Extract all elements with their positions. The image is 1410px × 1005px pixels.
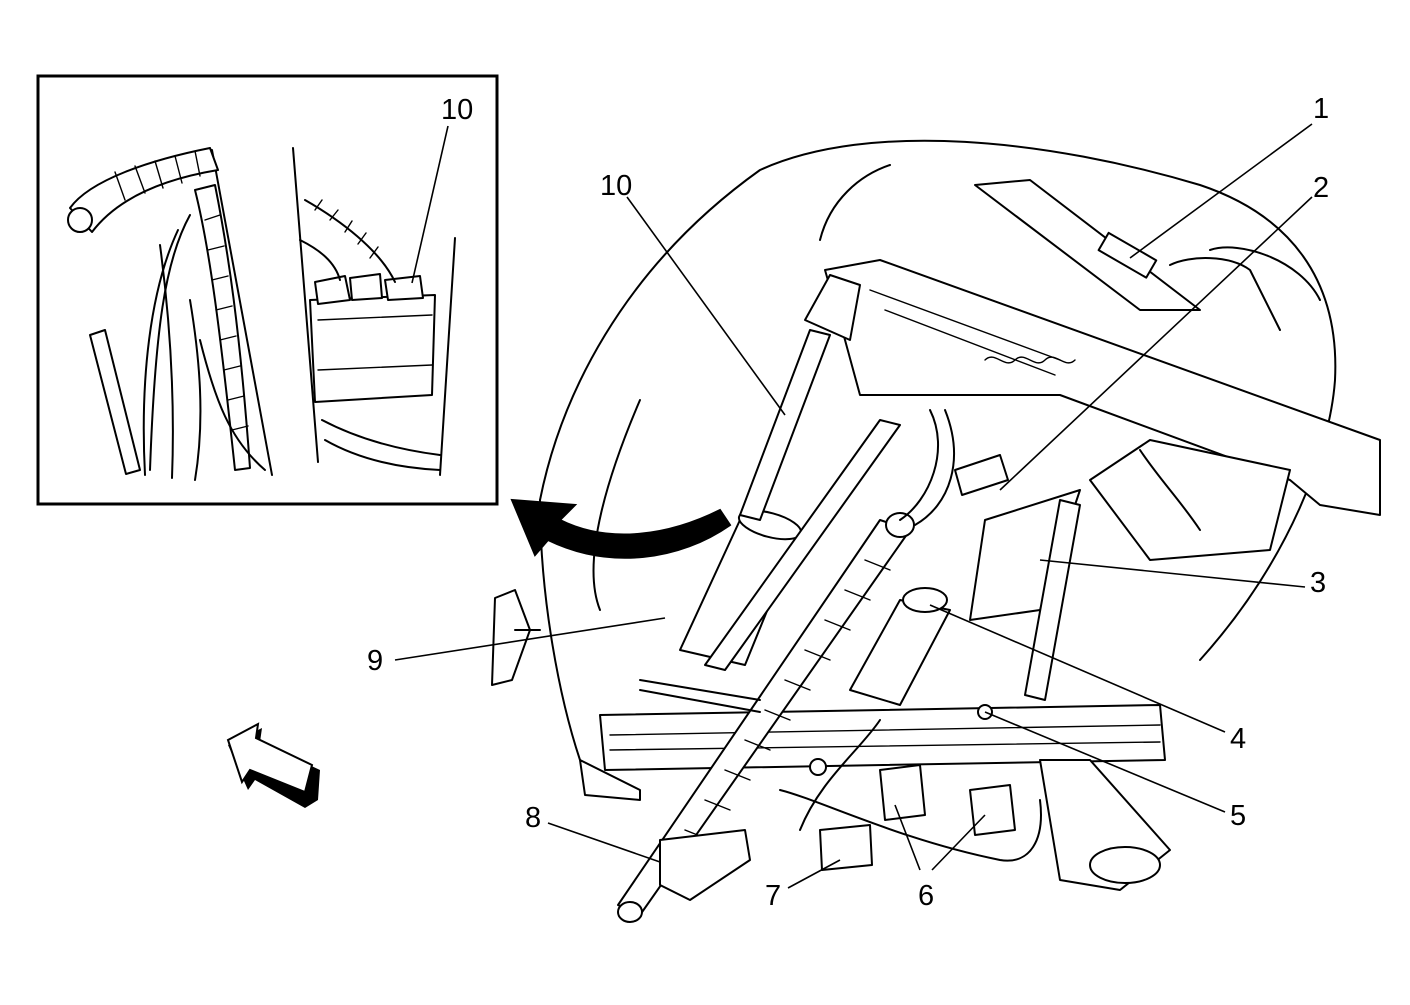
- trim-panel: [491, 589, 531, 686]
- inset-connector-module: [309, 294, 436, 403]
- callout-1: 1: [1313, 93, 1329, 125]
- connector-6b: [969, 784, 1016, 836]
- callout-7: 7: [765, 880, 781, 912]
- seat-bracket: [974, 179, 1201, 311]
- seat-switch: [1097, 231, 1158, 279]
- inset-panel-edge: [211, 149, 273, 476]
- leader-5: [984, 711, 1226, 813]
- leader-1: [1129, 123, 1313, 259]
- leader-8: [547, 822, 661, 863]
- inset-rod: [89, 329, 141, 475]
- leader-4: [929, 604, 1226, 733]
- bracket-8: [659, 829, 751, 901]
- motor-center: [849, 599, 951, 706]
- inset-leader-10: [411, 125, 449, 284]
- harness-connector: [954, 454, 1009, 496]
- callout-10-inset: 10: [441, 94, 473, 126]
- callout-6: 6: [918, 880, 934, 912]
- cable-upper: [739, 329, 831, 521]
- leader-2: [999, 196, 1313, 491]
- leader-7: [787, 859, 841, 889]
- leader-9: [394, 617, 666, 661]
- callout-2: 2: [1313, 172, 1329, 204]
- leader-6: [894, 804, 986, 871]
- front-direction-arrow: [226, 722, 320, 808]
- callout-3: 3: [1310, 567, 1326, 599]
- callout-4: 4: [1230, 723, 1246, 755]
- leader-10: [626, 196, 786, 416]
- callout-5: 5: [1230, 800, 1246, 832]
- callout-8: 8: [525, 802, 541, 834]
- leader-3: [1039, 559, 1306, 588]
- spring: [984, 356, 1076, 364]
- callout-leaders: [394, 123, 1313, 889]
- detail-pointer-arrow: [510, 498, 732, 559]
- seat-frame-top: [824, 259, 1381, 516]
- inset-panel-edge: [292, 147, 319, 463]
- inset-harness-branch: [194, 184, 251, 471]
- callout-9: 9: [367, 645, 383, 677]
- inset-panel-edge: [439, 237, 456, 476]
- inset-frame: [36, 74, 499, 506]
- seat-rail-right: [1089, 439, 1291, 561]
- callout-10: 10: [600, 170, 632, 202]
- connector-6a: [879, 764, 926, 821]
- inset-detail: 10: [36, 74, 499, 506]
- seat-illustration: [491, 139, 1381, 923]
- connector-7: [819, 824, 873, 871]
